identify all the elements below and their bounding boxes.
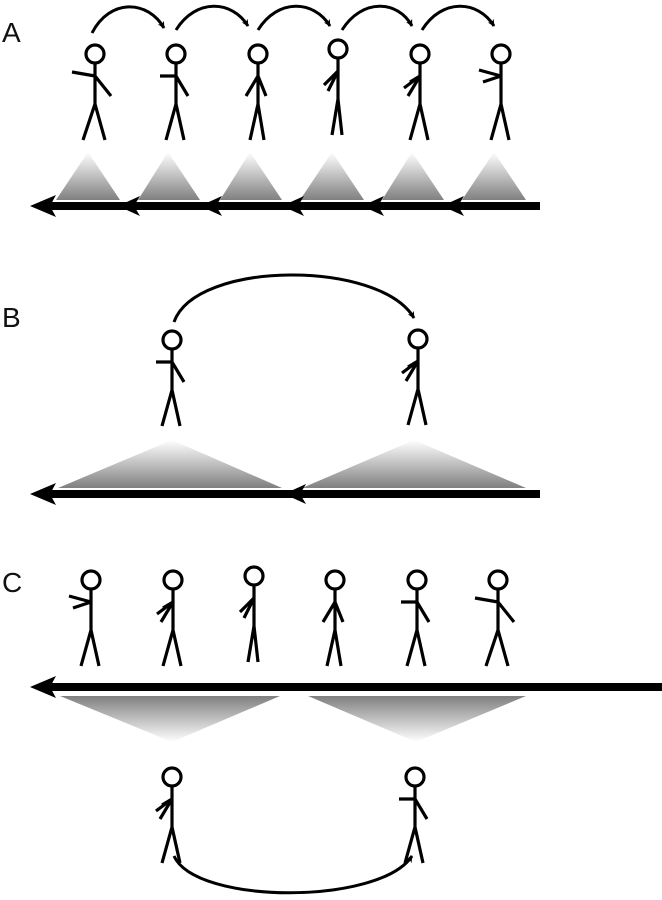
stick-figure (322, 38, 349, 137)
panel-label-b: B (2, 302, 21, 333)
hop-arrow (256, 4, 332, 31)
timeline-bar (50, 683, 662, 691)
timeline-arrowhead (284, 484, 306, 504)
hop-arrow (420, 4, 496, 31)
timeline-arrowhead (30, 195, 56, 217)
stick-figure (70, 43, 113, 142)
stick-figure (154, 329, 186, 428)
stick-figure (477, 43, 512, 142)
stick-figure (238, 565, 265, 664)
stick-figure (400, 328, 429, 427)
stick-figure (321, 569, 346, 668)
gradient-triangle (58, 440, 282, 488)
gradient-triangle (308, 696, 526, 742)
gradient-triangle (220, 152, 282, 200)
gradient-triangle (462, 152, 526, 200)
stick-figure (397, 766, 429, 865)
gradient-triangle (60, 696, 280, 742)
stick-figure (158, 43, 190, 142)
panel-c: C (2, 565, 662, 895)
hop-arrow (340, 4, 414, 31)
panel-label-c: C (2, 567, 22, 598)
stick-figure (244, 43, 269, 142)
gradient-triangle (56, 152, 120, 200)
panel-a-triangles (56, 152, 526, 200)
timeline-arrowhead (362, 196, 384, 216)
timeline-arrowhead (30, 676, 56, 698)
panel-c-figures (67, 565, 516, 668)
gradient-triangle (300, 152, 364, 200)
gradient-triangle (138, 152, 200, 200)
panel-a-hop-arrows (90, 4, 496, 34)
hop-arrow (172, 273, 416, 323)
panel-b: B (2, 273, 540, 505)
gradient-triangle (302, 440, 526, 488)
stick-figure (154, 766, 183, 865)
panel-label-a: A (2, 17, 21, 48)
panel-a-timeline (30, 195, 540, 217)
panel-a: A (2, 4, 540, 217)
panel-a-figures (70, 38, 512, 142)
stick-figure (402, 43, 431, 142)
stick-figure (155, 569, 184, 668)
hop-arrow (90, 5, 166, 34)
timeline-arrowhead (30, 483, 56, 505)
stick-figure (399, 569, 431, 668)
timeline-arrowhead (118, 196, 140, 216)
stick-figure (473, 569, 516, 668)
gradient-triangle (382, 152, 444, 200)
timeline-arrowhead (200, 196, 222, 216)
timeline-arrowhead (442, 196, 464, 216)
hop-arrow (172, 855, 414, 895)
hop-arrow (174, 4, 250, 31)
timeline-arrowhead (282, 196, 304, 216)
stick-figure (67, 569, 102, 668)
